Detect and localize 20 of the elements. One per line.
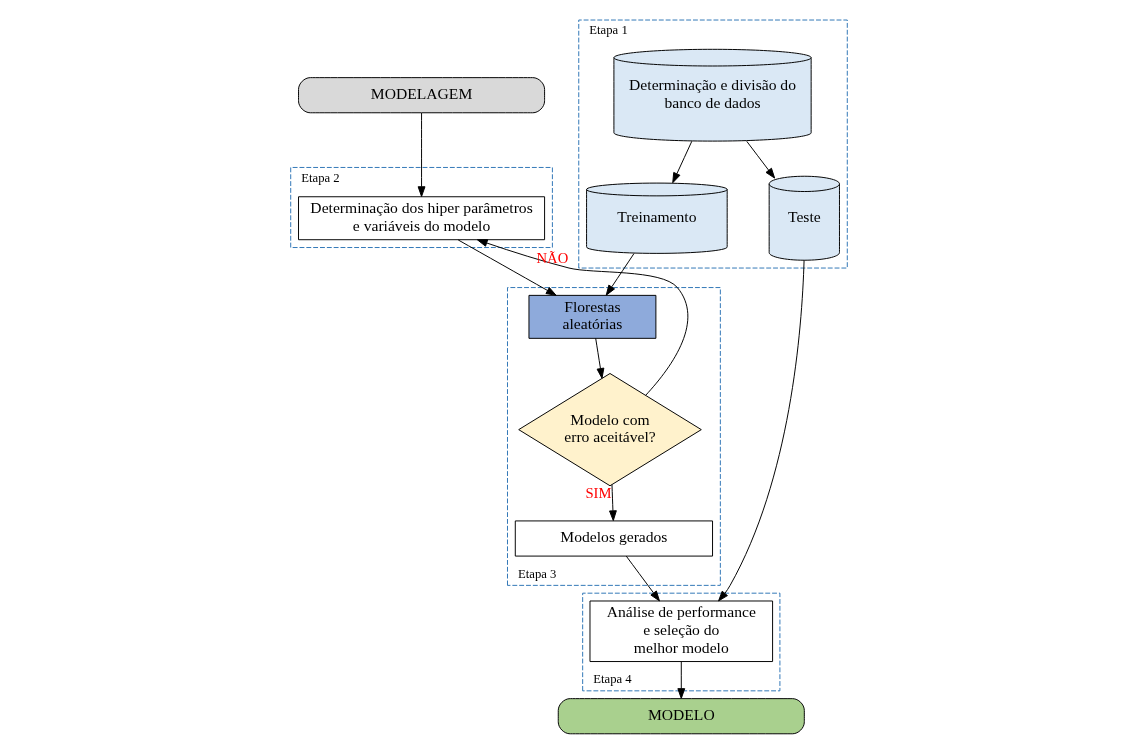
arrow	[476, 239, 689, 396]
node-box: Análise de performance e seleção do melhor modelo	[589, 600, 774, 663]
node-diamond: Modelo com erro aceitável?	[518, 373, 702, 487]
arrow	[718, 259, 805, 602]
arrow	[677, 661, 686, 699]
arrow	[609, 484, 617, 522]
arrow	[605, 253, 635, 296]
edge-label: SIM	[585, 484, 612, 501]
node-box: Modelos gerados	[514, 520, 714, 557]
edge-label: NÃO	[536, 250, 569, 267]
arrow	[457, 239, 557, 296]
node-box: Determinação dos hiper parâmetros e variáveis do modelo	[298, 196, 546, 241]
arrow	[417, 112, 426, 197]
arrow	[625, 555, 660, 602]
node-box: Florestas aleatórias	[528, 294, 657, 339]
arrow	[672, 140, 693, 184]
node-box: MODELO	[557, 698, 805, 735]
arrow	[595, 337, 605, 379]
arrow	[746, 140, 776, 179]
node-box: MODELAGEM	[298, 77, 546, 114]
